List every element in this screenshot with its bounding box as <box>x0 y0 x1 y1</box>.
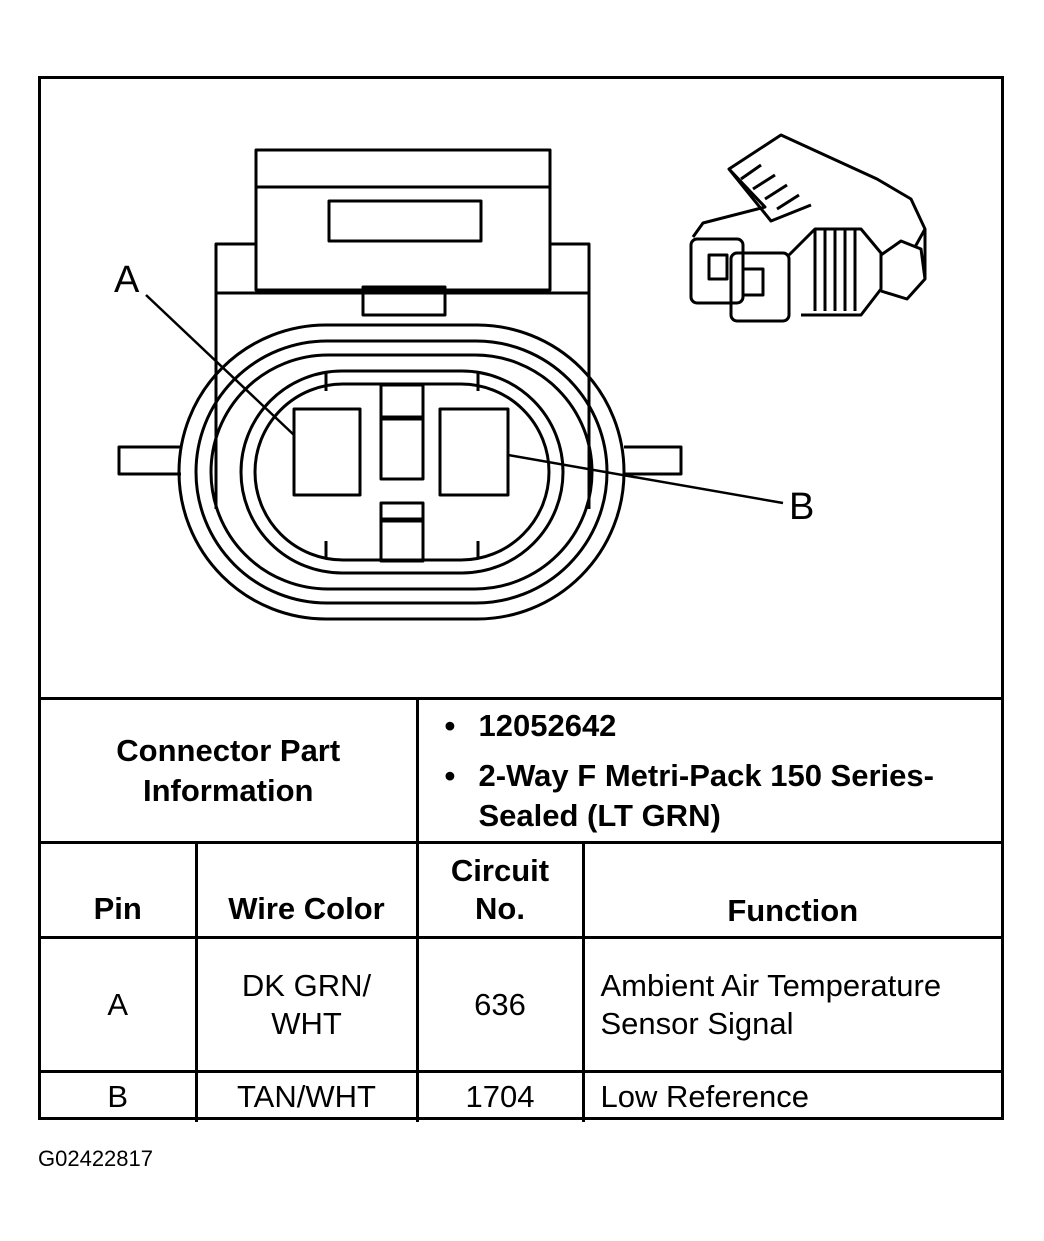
pin-label-a: A <box>114 259 140 301</box>
connector-isometric-illustration <box>689 133 927 323</box>
connector-info-label: Connector Part Information <box>41 697 419 844</box>
table-row: A DK GRN/ WHT 636 Ambient Air Temperatur… <box>41 936 1001 1073</box>
connector-info-row: Connector Part Information 12052642 2-Wa… <box>41 697 1001 844</box>
cell-function: Ambient Air Temperature Sensor Signal <box>581 936 1001 1073</box>
cell-function: Low Reference <box>581 1070 1001 1122</box>
header-pin: Pin <box>41 841 198 939</box>
connector-latch-housing <box>254 148 552 292</box>
figure-id: G02422817 <box>38 1146 153 1171</box>
terminal-cavity-b <box>438 407 510 497</box>
header-circuit-no: Circuit No. <box>415 841 585 939</box>
cell-circuit-no: 1704 <box>415 1070 585 1122</box>
header-wire-color: Wire Color <box>194 841 419 939</box>
connector-pinout-table: Connector Part Information 12052642 2-Wa… <box>41 697 1001 1122</box>
cell-wire-color: DK GRN/ WHT <box>194 936 419 1073</box>
cell-pin: B <box>41 1070 198 1122</box>
connector-diagram: A B <box>41 79 1001 697</box>
header-function: Function <box>581 841 1001 939</box>
connector-info-values: 12052642 2-Way F Metri-Pack 150 Series- … <box>415 697 1001 844</box>
pin-label-b: B <box>789 486 814 528</box>
table-row: B TAN/WHT 1704 Low Reference <box>41 1070 1001 1122</box>
leader-line-a <box>145 294 295 436</box>
outer-seal-ring <box>177 323 626 621</box>
diagram-frame: A B Connector Part Information <box>38 76 1004 1122</box>
connector-description: 2-Way F Metri-Pack 150 Series- Sealed (L… <box>445 756 996 836</box>
connector-info-list: 12052642 2-Way F Metri-Pack 150 Series- … <box>425 706 996 836</box>
cell-circuit-no: 636 <box>415 936 585 1073</box>
terminal-cavity-a <box>292 407 362 497</box>
table-header-row: Pin Wire Color Circuit No. Function <box>41 841 1001 939</box>
connector-face-drawing: A B <box>114 133 927 621</box>
latch-window <box>327 199 483 243</box>
cell-pin: A <box>41 936 198 1073</box>
leader-line-b <box>507 453 784 505</box>
cell-wire-color: TAN/WHT <box>194 1070 419 1122</box>
connector-part-number: 12052642 <box>445 706 996 746</box>
